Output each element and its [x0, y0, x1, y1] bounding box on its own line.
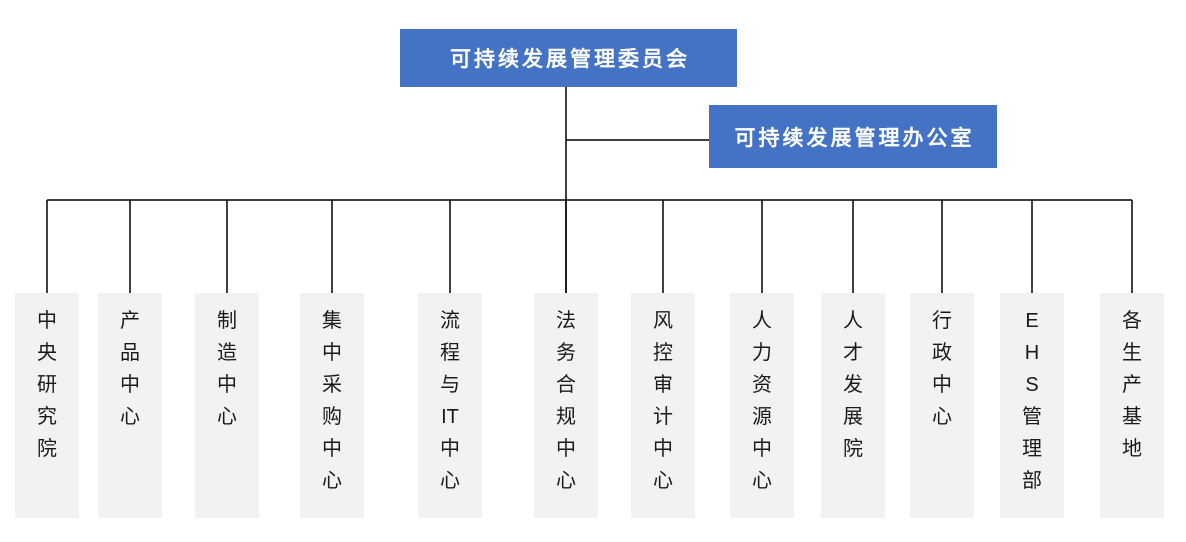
org-unit-label-line: 发 — [843, 374, 863, 396]
org-unit-label-line: 央 — [37, 342, 57, 364]
org-unit-node: 法务合规中心 — [534, 293, 598, 518]
org-unit-label-line: 心 — [653, 470, 673, 492]
org-unit-label-line: 造 — [217, 342, 237, 364]
org-unit-label-line: 合 — [556, 374, 576, 396]
org-unit-label-line: 采 — [322, 374, 342, 396]
org-unit-label-line: 中 — [322, 438, 342, 460]
org-unit-node: 各生产基地 — [1100, 293, 1164, 518]
org-unit-node: 集中采购中心 — [300, 293, 364, 518]
org-unit-label-line: 展 — [843, 406, 863, 428]
org-unit-label-line: 院 — [37, 438, 57, 460]
org-unit-label-line: 中 — [37, 310, 57, 332]
org-unit-label-line: 人 — [843, 310, 863, 332]
org-unit-node: 人力资源中心 — [730, 293, 794, 518]
org-unit-label-line: 务 — [556, 342, 576, 364]
org-unit-label-line: 中 — [752, 438, 772, 460]
org-unit-label-line: 计 — [653, 406, 673, 428]
org-unit-label-line: 各 — [1122, 310, 1142, 332]
org-unit-label-line: 地 — [1122, 438, 1142, 460]
org-unit-label-line: 力 — [752, 342, 772, 364]
node-sustainability-committee: 可持续发展管理委员会 — [400, 29, 737, 87]
org-unit-node: 中央研究院 — [15, 293, 79, 518]
org-unit-label-line: 心 — [440, 470, 460, 492]
org-unit-label-line: 究 — [37, 406, 57, 428]
org-unit-label-line: 才 — [843, 342, 863, 364]
org-unit-label-line: 心 — [932, 406, 952, 428]
org-unit-label-line: 心 — [322, 470, 342, 492]
org-unit-label-line: 理 — [1022, 438, 1042, 460]
org-unit-label-line: 制 — [217, 310, 237, 332]
org-unit-label-line: 产 — [1122, 374, 1142, 396]
org-unit-label-line: 中 — [217, 374, 237, 396]
org-unit-label-line: 规 — [556, 406, 576, 428]
org-unit-label-line: 部 — [1022, 470, 1042, 492]
org-unit-label-line: H — [1024, 342, 1040, 364]
org-unit-label-line: 中 — [120, 374, 140, 396]
org-unit-label-line: E — [1025, 310, 1039, 332]
org-unit-label-line: 品 — [120, 342, 140, 364]
org-unit-label-line: 与 — [440, 374, 460, 396]
org-unit-label-line: 心 — [120, 406, 140, 428]
org-unit-node: 制造中心 — [195, 293, 259, 518]
org-unit-label-line: 控 — [653, 342, 673, 364]
org-unit-label-line: 院 — [843, 438, 863, 460]
org-unit-label-line: 行 — [932, 310, 952, 332]
org-unit-node: 产品中心 — [98, 293, 162, 518]
org-unit-node: 风控审计中心 — [631, 293, 695, 518]
org-unit-label-line: 生 — [1122, 342, 1142, 364]
org-unit-label-line: 集 — [322, 310, 342, 332]
org-unit-label-line: 审 — [653, 374, 673, 396]
org-unit-label-line: 心 — [217, 406, 237, 428]
org-unit-label-line: 基 — [1122, 406, 1142, 428]
org-unit-label-line: 程 — [440, 342, 460, 364]
org-unit-label-line: 风 — [653, 310, 673, 332]
org-unit-label-line: 法 — [556, 310, 576, 332]
org-unit-label-line: 流 — [440, 310, 460, 332]
org-unit-label-line: 中 — [556, 438, 576, 460]
org-unit-label-line: 心 — [556, 470, 576, 492]
org-unit-label-line: 产 — [120, 310, 140, 332]
org-unit-node: 人才发展院 — [821, 293, 885, 518]
org-unit-label-line: 中 — [932, 374, 952, 396]
org-unit-label-line: IT — [441, 406, 459, 428]
org-unit-node: 流程与 IT 中心 — [418, 293, 482, 518]
org-unit-label-line: 人 — [752, 310, 772, 332]
org-unit-label-line: 中 — [440, 438, 460, 460]
org-unit-label-line: 中 — [653, 438, 673, 460]
org-unit-label-line: S — [1025, 374, 1039, 396]
org-unit-label-line: 中 — [322, 342, 342, 364]
org-unit-label-line: 政 — [932, 342, 952, 364]
org-unit-node: 行政中心 — [910, 293, 974, 518]
org-unit-label-line: 研 — [37, 374, 57, 396]
org-unit-label-line: 购 — [322, 406, 342, 428]
office-label: 可持续发展管理办公室 — [734, 126, 975, 150]
committee-label: 可持续发展管理委员会 — [450, 48, 690, 71]
org-unit-label-line: 心 — [752, 470, 772, 492]
node-sustainability-office: 可持续发展管理办公室 — [709, 105, 997, 168]
org-unit-label-line: 管 — [1022, 406, 1042, 428]
org-unit-label-line: 源 — [752, 406, 772, 428]
org-unit-label-line: 资 — [752, 374, 772, 396]
